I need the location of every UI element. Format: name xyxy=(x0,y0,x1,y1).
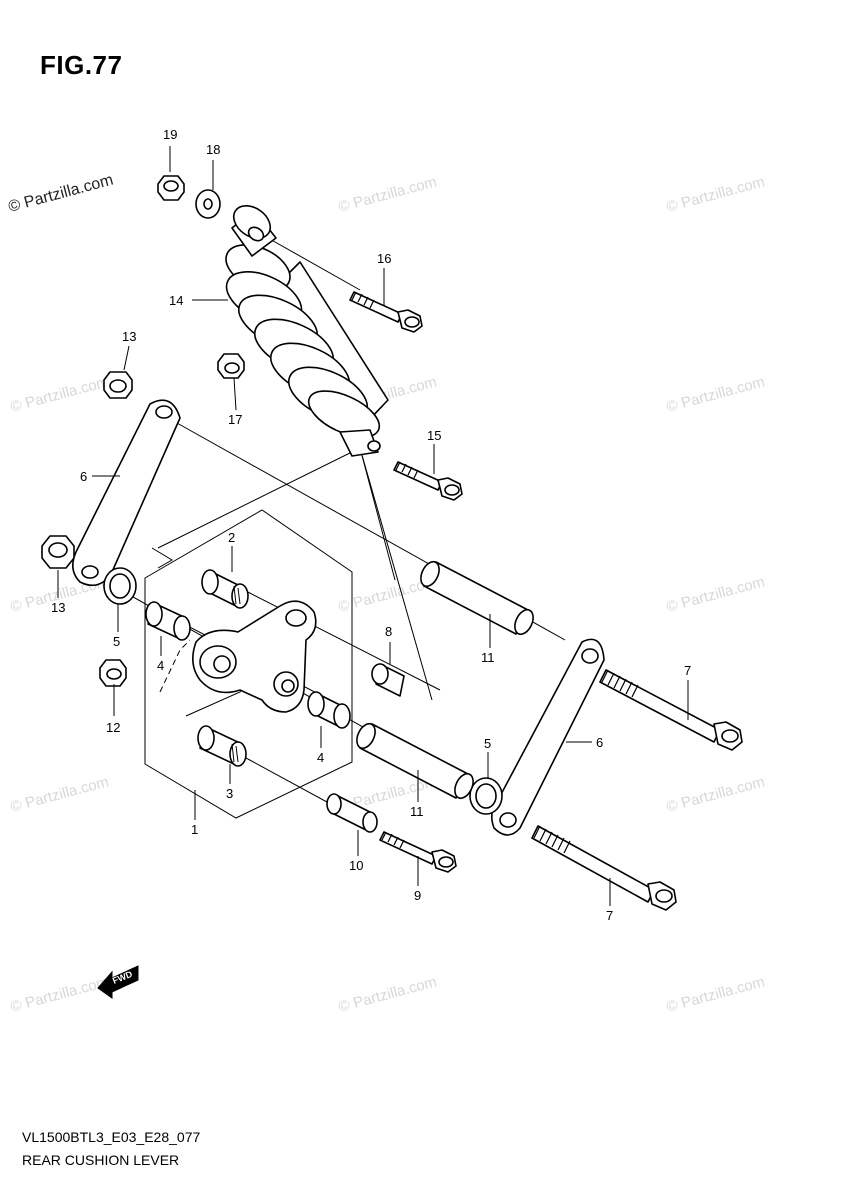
callout-8[interactable]: 8 xyxy=(385,624,392,639)
callout-6[interactable]: 6 xyxy=(80,469,87,484)
spacer-11-lower[interactable] xyxy=(353,721,476,801)
figure-code: VL1500BTL3_E03_E28_077 xyxy=(22,1129,201,1145)
link-plate-6-right[interactable] xyxy=(490,638,605,836)
figure-title: FIG.77 xyxy=(40,50,123,80)
rear-shock-absorber-14[interactable] xyxy=(218,199,389,457)
callout-14[interactable]: 14 xyxy=(169,293,183,308)
callout-6[interactable]: 6 xyxy=(596,735,603,750)
callout-12[interactable]: 12 xyxy=(106,720,120,735)
cushion-lever-1[interactable] xyxy=(192,600,317,713)
callout-7[interactable]: 7 xyxy=(606,908,613,923)
bearing-2[interactable] xyxy=(201,569,249,609)
watermark: © Partzilla.com xyxy=(9,773,111,816)
callout-11[interactable]: 11 xyxy=(410,804,424,819)
callout-19[interactable]: 19 xyxy=(163,127,177,142)
callout-labels: 19 18 16 14 13 17 15 6 13 2 5 8 11 4 7 1… xyxy=(51,127,691,923)
callout-2[interactable]: 2 xyxy=(228,530,235,545)
callout-16[interactable]: 16 xyxy=(377,251,391,266)
watermark: © Partzilla.com xyxy=(337,173,439,216)
watermark: © Partzilla.com xyxy=(665,573,767,616)
bolt-9[interactable] xyxy=(379,831,457,873)
nut-13-upper[interactable] xyxy=(103,371,133,399)
seal-5-left[interactable] xyxy=(103,567,137,605)
nut-13-lower[interactable] xyxy=(41,535,75,569)
callout-5[interactable]: 5 xyxy=(113,634,120,649)
callout-10[interactable]: 10 xyxy=(349,858,363,873)
bolt-7-lower[interactable] xyxy=(531,825,677,911)
spacer-11-upper[interactable] xyxy=(417,559,536,637)
lever-assembly-outline xyxy=(144,509,353,819)
watermark-main: © Partzilla.com xyxy=(7,172,116,216)
watermark: © Partzilla.com xyxy=(9,373,111,416)
callout-17[interactable]: 17 xyxy=(228,412,242,427)
washer-18[interactable] xyxy=(195,189,221,219)
bearing-3[interactable] xyxy=(197,725,247,767)
forward-arrow-icon: FWD xyxy=(97,965,139,999)
callout-1[interactable]: 1 xyxy=(191,822,198,837)
callout-9[interactable]: 9 xyxy=(414,888,421,903)
collar-8[interactable] xyxy=(371,663,405,697)
link-plate-6-left[interactable] xyxy=(72,399,181,587)
nut-17[interactable] xyxy=(217,353,245,379)
callout-13[interactable]: 13 xyxy=(122,329,136,344)
bearing-4-right[interactable] xyxy=(307,691,351,729)
watermark: © Partzilla.com xyxy=(665,973,767,1016)
nut-12[interactable] xyxy=(99,659,127,687)
watermark: © Partzilla.com xyxy=(665,773,767,816)
callout-11[interactable]: 11 xyxy=(481,650,495,665)
figure-name: REAR CUSHION LEVER xyxy=(22,1152,180,1168)
callout-18[interactable]: 18 xyxy=(206,142,220,157)
watermark: © Partzilla.com xyxy=(9,973,111,1016)
bolt-7-upper[interactable] xyxy=(599,669,743,751)
watermark: © Partzilla.com xyxy=(665,373,767,416)
bolt-16[interactable] xyxy=(349,291,423,333)
bearing-4-left[interactable] xyxy=(145,601,191,641)
watermark: © Partzilla.com xyxy=(337,973,439,1016)
callout-3[interactable]: 3 xyxy=(226,786,233,801)
leader-lines xyxy=(57,146,689,906)
callout-4[interactable]: 4 xyxy=(157,658,164,673)
callout-4[interactable]: 4 xyxy=(317,750,324,765)
callout-13[interactable]: 13 xyxy=(51,600,65,615)
callout-5[interactable]: 5 xyxy=(484,736,491,751)
nut-19[interactable] xyxy=(157,175,185,201)
callout-15[interactable]: 15 xyxy=(427,428,441,443)
callout-7[interactable]: 7 xyxy=(684,663,691,678)
watermark: © Partzilla.com xyxy=(665,173,767,216)
collar-10[interactable] xyxy=(326,793,378,833)
seal-5-right[interactable] xyxy=(469,777,503,815)
bolt-15[interactable] xyxy=(393,461,463,501)
